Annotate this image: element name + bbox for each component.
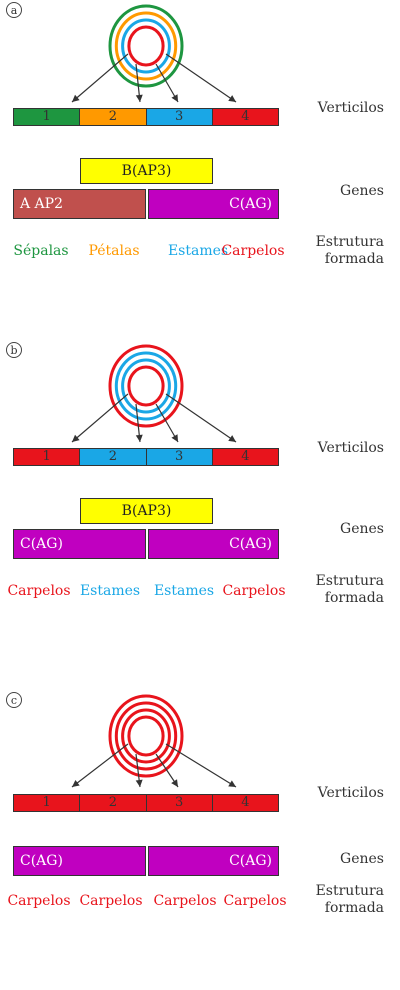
whorl-1: 1 xyxy=(14,109,81,125)
structure-3: Estames xyxy=(153,583,215,599)
gene-c-box: C(AG) xyxy=(148,189,279,219)
flower-diagram xyxy=(71,344,237,443)
flower-rings xyxy=(108,344,184,428)
panel-b: b 1 2 3 4 Verticilos B(AP3) C(AG) C(AG) … xyxy=(0,340,400,640)
structure-2: Carpelos xyxy=(79,893,143,909)
whorl-bar: 1 2 3 4 xyxy=(13,108,279,126)
gene-a-box: A AP2 xyxy=(13,189,146,219)
whorl-2: 2 xyxy=(80,449,147,465)
estrutura-line2: formada xyxy=(324,900,384,916)
whorl-3: 3 xyxy=(146,449,213,465)
flower-diagram xyxy=(71,694,237,788)
arrow-1 xyxy=(71,743,129,788)
structure-4: Carpelos xyxy=(223,893,287,909)
flower-diagram xyxy=(71,4,237,103)
gene-c-right-box: C(AG) xyxy=(148,529,279,559)
flower-rings xyxy=(108,694,184,778)
panel-a: a 1 2 3 4 Verticilos B(AP3) A AP2 C(AG) … xyxy=(0,0,400,300)
structure-4: Carpelos xyxy=(222,583,286,599)
panel-letter: b xyxy=(6,342,22,358)
whorl-4: 4 xyxy=(212,449,278,465)
arrow-4 xyxy=(165,743,237,788)
ring-3 xyxy=(121,358,171,414)
ring-3 xyxy=(121,708,171,764)
structure-2: Pétalas xyxy=(88,243,140,259)
estrutura-line2: formada xyxy=(324,590,384,606)
genes-label: Genes xyxy=(340,521,384,537)
estrutura-label: Estrutura formada xyxy=(304,883,384,917)
gene-c-left-box: C(AG) xyxy=(13,529,146,559)
panel-letter: c xyxy=(6,692,22,708)
arrow-3 xyxy=(155,403,179,443)
structure-3: Estames xyxy=(167,243,229,259)
panel-c: c 1 2 3 4 Verticilos C(AG) C(AG) Genes C… xyxy=(0,690,400,990)
whorl-arrows xyxy=(71,53,237,103)
arrow-4 xyxy=(165,53,237,103)
ring-1 xyxy=(108,694,184,778)
structure-1: Sépalas xyxy=(13,243,69,259)
arrow-4 xyxy=(165,393,237,443)
structure-1: Carpelos xyxy=(7,583,71,599)
ring-2 xyxy=(114,11,178,81)
ring-4 xyxy=(127,25,165,67)
verticilos-label: Verticilos xyxy=(317,440,384,456)
arrowhead-3 xyxy=(171,779,178,787)
ring-2 xyxy=(114,701,178,771)
estrutura-line2: formada xyxy=(324,251,384,267)
ring-2 xyxy=(114,351,178,421)
arrowhead-1 xyxy=(72,94,80,102)
arrowhead-4 xyxy=(228,95,236,102)
arrowhead-3 xyxy=(171,434,178,442)
arrowhead-1 xyxy=(72,434,80,442)
arrowhead-2 xyxy=(135,94,143,102)
panel-letter: a xyxy=(6,2,22,18)
whorl-4: 4 xyxy=(212,795,278,811)
whorl-1: 1 xyxy=(14,795,81,811)
gene-b-box: B(AP3) xyxy=(80,498,213,524)
whorl-1: 1 xyxy=(14,449,81,465)
gene-c-left-box: C(AG) xyxy=(13,846,146,876)
arrowhead-2 xyxy=(135,434,143,442)
whorl-4: 4 xyxy=(212,109,278,125)
flower-rings xyxy=(108,4,184,88)
ring-1 xyxy=(108,344,184,428)
arrowhead-1 xyxy=(72,779,80,787)
estrutura-line1: Estrutura xyxy=(315,883,384,899)
whorl-bar: 1 2 3 4 xyxy=(13,448,279,466)
whorl-arrows xyxy=(71,393,237,443)
genes-label: Genes xyxy=(340,851,384,867)
estrutura-label: Estrutura formada xyxy=(304,573,384,607)
arrow-3 xyxy=(155,63,179,103)
estrutura-line1: Estrutura xyxy=(315,573,384,589)
structure-1: Carpelos xyxy=(7,893,71,909)
ring-1 xyxy=(108,4,184,88)
whorl-bar: 1 2 3 4 xyxy=(13,794,279,812)
estrutura-line1: Estrutura xyxy=(315,234,384,250)
arrowhead-3 xyxy=(171,94,178,102)
structure-2: Estames xyxy=(79,583,141,599)
whorl-2: 2 xyxy=(80,109,147,125)
gene-c-right-box: C(AG) xyxy=(148,846,279,876)
whorl-3: 3 xyxy=(146,109,213,125)
arrow-1 xyxy=(71,53,129,103)
gene-b-box: B(AP3) xyxy=(80,158,213,184)
verticilos-label: Verticilos xyxy=(317,785,384,801)
structure-4: Carpelos xyxy=(221,243,285,259)
whorl-2: 2 xyxy=(80,795,147,811)
arrowhead-2 xyxy=(135,779,143,787)
ring-4 xyxy=(127,365,165,407)
structure-3: Carpelos xyxy=(153,893,217,909)
genes-label: Genes xyxy=(340,183,384,199)
whorl-3: 3 xyxy=(146,795,213,811)
estrutura-label: Estrutura formada xyxy=(304,234,384,268)
ring-3 xyxy=(121,18,171,74)
whorl-arrows xyxy=(71,743,237,788)
verticilos-label: Verticilos xyxy=(317,100,384,116)
ring-4 xyxy=(127,715,165,757)
arrowhead-4 xyxy=(228,780,236,787)
arrow-1 xyxy=(71,393,129,443)
arrowhead-4 xyxy=(228,435,236,442)
